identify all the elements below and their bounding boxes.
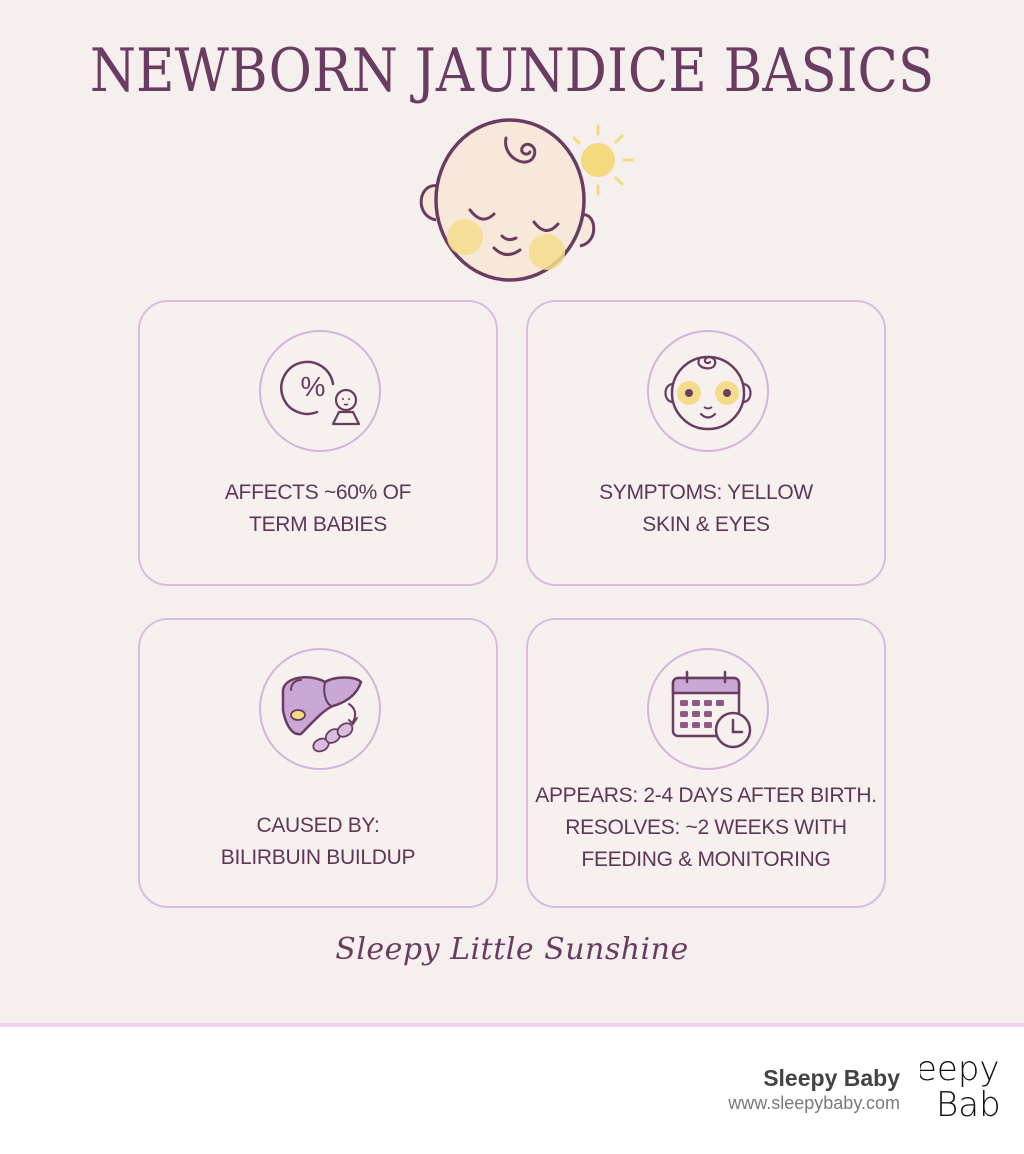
tagline: Sleepy Little Sunshine [335, 932, 689, 967]
logo-line-1: eepy [920, 1050, 1000, 1089]
svg-text:%: % [301, 371, 326, 402]
brand-url[interactable]: www.sleepybaby.com [728, 1093, 900, 1113]
fact-line: TERM BABIES [249, 513, 387, 536]
fact-line: BILIRBUIN BUILDUP [220, 846, 416, 869]
fact-text: AFFECTS ~60% OF TERM BABIES [140, 477, 496, 541]
page-title: NEWBORN JAUNDICE BASICS [89, 36, 935, 106]
footer-brand: Sleepy Baby www.sleepybaby.com [728, 1064, 900, 1114]
sleeping-baby-with-sun-icon [410, 112, 650, 287]
fact-text: CAUSED BY: BILIRBUIN BUILDUP [140, 810, 496, 874]
logo-line-2: Bab [936, 1085, 1001, 1125]
brand-logo: eepy Bab [920, 1050, 1004, 1126]
fact-line: CAUSED BY: [256, 814, 380, 837]
fact-card-timeline: APPEARS: 2-4 DAYS AFTER BIRTH. RESOLVES:… [526, 618, 886, 908]
liver-blood-cells-icon [259, 648, 381, 770]
fact-line: RESOLVES: ~2 WEEKS WITH [565, 816, 847, 839]
footer-divider [0, 1023, 1024, 1027]
fact-card-prevalence: % AFFECTS ~60% OF TERM BABIES [138, 300, 498, 586]
fact-text: APPEARS: 2-4 DAYS AFTER BIRTH. RESOLVES:… [528, 780, 884, 876]
fact-text: SYMPTOMS: YELLOW SKIN & EYES [528, 477, 884, 541]
fact-line: SKIN & EYES [642, 513, 770, 536]
yellow-eyes-baby-face-icon [647, 330, 769, 452]
fact-line: AFFECTS ~60% OF [224, 481, 412, 504]
fact-line: APPEARS: 2-4 DAYS AFTER BIRTH. [535, 784, 877, 807]
calendar-clock-icon [647, 648, 769, 770]
fact-card-symptoms: SYMPTOMS: YELLOW SKIN & EYES [526, 300, 886, 586]
percent-baby-icon: % [259, 330, 381, 452]
fact-card-cause: CAUSED BY: BILIRBUIN BUILDUP [138, 618, 498, 908]
fact-line: FEEDING & MONITORING [581, 848, 831, 871]
brand-name: Sleepy Baby [763, 1065, 900, 1091]
fact-line: SYMPTOMS: YELLOW [599, 481, 813, 504]
infographic-poster: NEWBORN JAUNDICE BASICS [0, 0, 1024, 1024]
